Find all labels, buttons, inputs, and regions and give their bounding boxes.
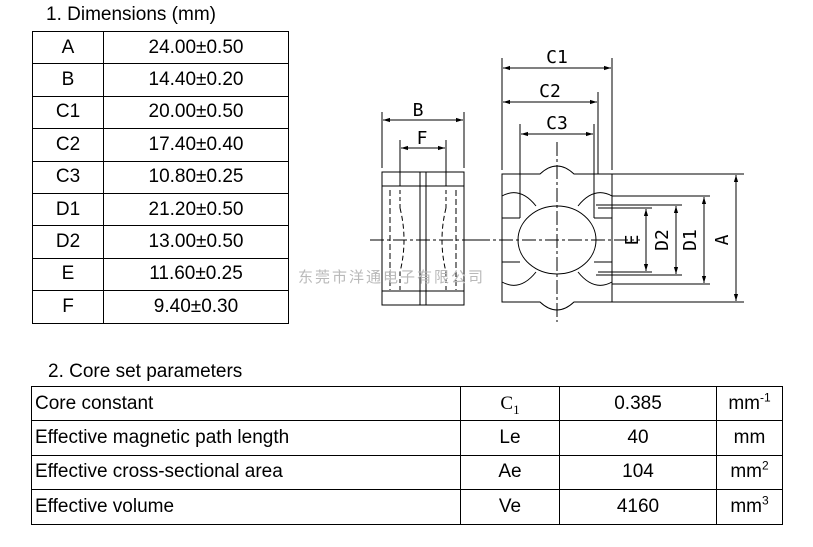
parameter-unit: mm2 [716, 454, 783, 491]
parameter-row: Effective cross-sectional area Ae 104 mm… [31, 454, 783, 491]
parameter-unit: mm-1 [716, 385, 783, 422]
unit-exponent: 2 [761, 459, 769, 474]
dim-label-f: F [417, 128, 428, 149]
unit-base: mm [728, 392, 760, 414]
dimension-label: A [32, 30, 104, 65]
unit-exponent: -1 [759, 390, 771, 405]
parameter-value: 104 [559, 454, 717, 491]
dimension-row: A 24.00±0.50 [32, 30, 289, 65]
symbol-subscript: 1 [513, 401, 520, 417]
dimension-value: 13.00±0.50 [103, 225, 289, 259]
parameters-heading: 2. Core set parameters [48, 361, 243, 382]
dimension-value: 24.00±0.50 [103, 30, 289, 65]
parameter-name: Core constant [31, 385, 461, 422]
dim-label-c2: C2 [539, 81, 561, 102]
dimension-value: 20.00±0.50 [103, 95, 289, 130]
symbol-base: C [500, 392, 514, 414]
parameter-name: Effective cross-sectional area [31, 454, 461, 491]
parameter-name: Effective volume [31, 489, 461, 525]
parameter-name: Effective magnetic path length [31, 420, 461, 456]
dimension-label: D1 [32, 192, 104, 227]
parameter-value: 0.385 [559, 385, 717, 422]
dimension-row: B 14.40±0.20 [32, 63, 289, 97]
dimension-value: 17.40±0.40 [103, 128, 289, 162]
dim-label-d1: D1 [680, 229, 701, 251]
dimension-row: D2 13.00±0.50 [32, 225, 289, 259]
dimension-value: 10.80±0.25 [103, 160, 289, 194]
dimensions-heading: 1. Dimensions (mm) [46, 4, 216, 25]
unit-base: mm [730, 461, 762, 483]
dim-label-b: B [413, 100, 424, 121]
unit-base: mm [730, 495, 762, 517]
dimension-label: B [32, 63, 104, 97]
dimension-value: 14.40±0.20 [103, 63, 289, 97]
parameter-row: Effective volume Ve 4160 mm3 [31, 489, 783, 525]
parameter-unit: mm [716, 420, 783, 456]
dimension-value: 9.40±0.30 [103, 290, 289, 324]
dimension-row: C2 17.40±0.40 [32, 128, 289, 162]
side-view [370, 112, 476, 306]
dimension-row: C3 10.80±0.25 [32, 160, 289, 194]
parameter-value: 40 [559, 420, 717, 456]
dimension-row: F 9.40±0.30 [32, 290, 289, 324]
dimension-value: 21.20±0.50 [103, 192, 289, 227]
parameter-symbol: Le [460, 420, 560, 456]
parameter-unit: mm3 [716, 489, 783, 525]
dimension-label: C3 [32, 160, 104, 194]
dim-label-a: A [712, 234, 733, 245]
core-technical-drawing: B F C1 C2 C3 E D2 D1 A [370, 47, 744, 322]
dimension-label: E [32, 257, 104, 292]
dimension-label: C2 [32, 128, 104, 162]
parameter-symbol: Ae [460, 454, 560, 491]
front-view [476, 58, 744, 322]
dimension-row: C1 20.00±0.50 [32, 95, 289, 130]
dimensions-table: A 24.00±0.50 B 14.40±0.20 C1 20.00±0.50 … [32, 30, 289, 324]
dim-label-d2: D2 [652, 229, 673, 251]
dimension-value: 11.60±0.25 [103, 257, 289, 292]
dim-label-e: E [622, 235, 643, 246]
parameter-symbol: C1 [460, 385, 560, 422]
dimension-row: E 11.60±0.25 [32, 257, 289, 292]
dimension-row: D1 21.20±0.50 [32, 192, 289, 227]
watermark: 东莞市洋通电子有限公司 [298, 268, 486, 286]
parameter-value: 4160 [559, 489, 717, 525]
dimension-label: F [32, 290, 104, 324]
unit-exponent: 3 [761, 493, 769, 508]
dim-label-c3: C3 [546, 113, 568, 134]
dim-label-c1: C1 [546, 47, 568, 68]
parameters-table: Core constant C1 0.385 mm-1 Effective ma… [31, 385, 783, 525]
dimension-label: C1 [32, 95, 104, 130]
unit-base: mm [733, 427, 766, 449]
parameter-row: Effective magnetic path length Le 40 mm [31, 420, 783, 456]
parameter-symbol: Ve [460, 489, 560, 525]
parameter-row: Core constant C1 0.385 mm-1 [31, 385, 783, 422]
dimension-label: D2 [32, 225, 104, 259]
